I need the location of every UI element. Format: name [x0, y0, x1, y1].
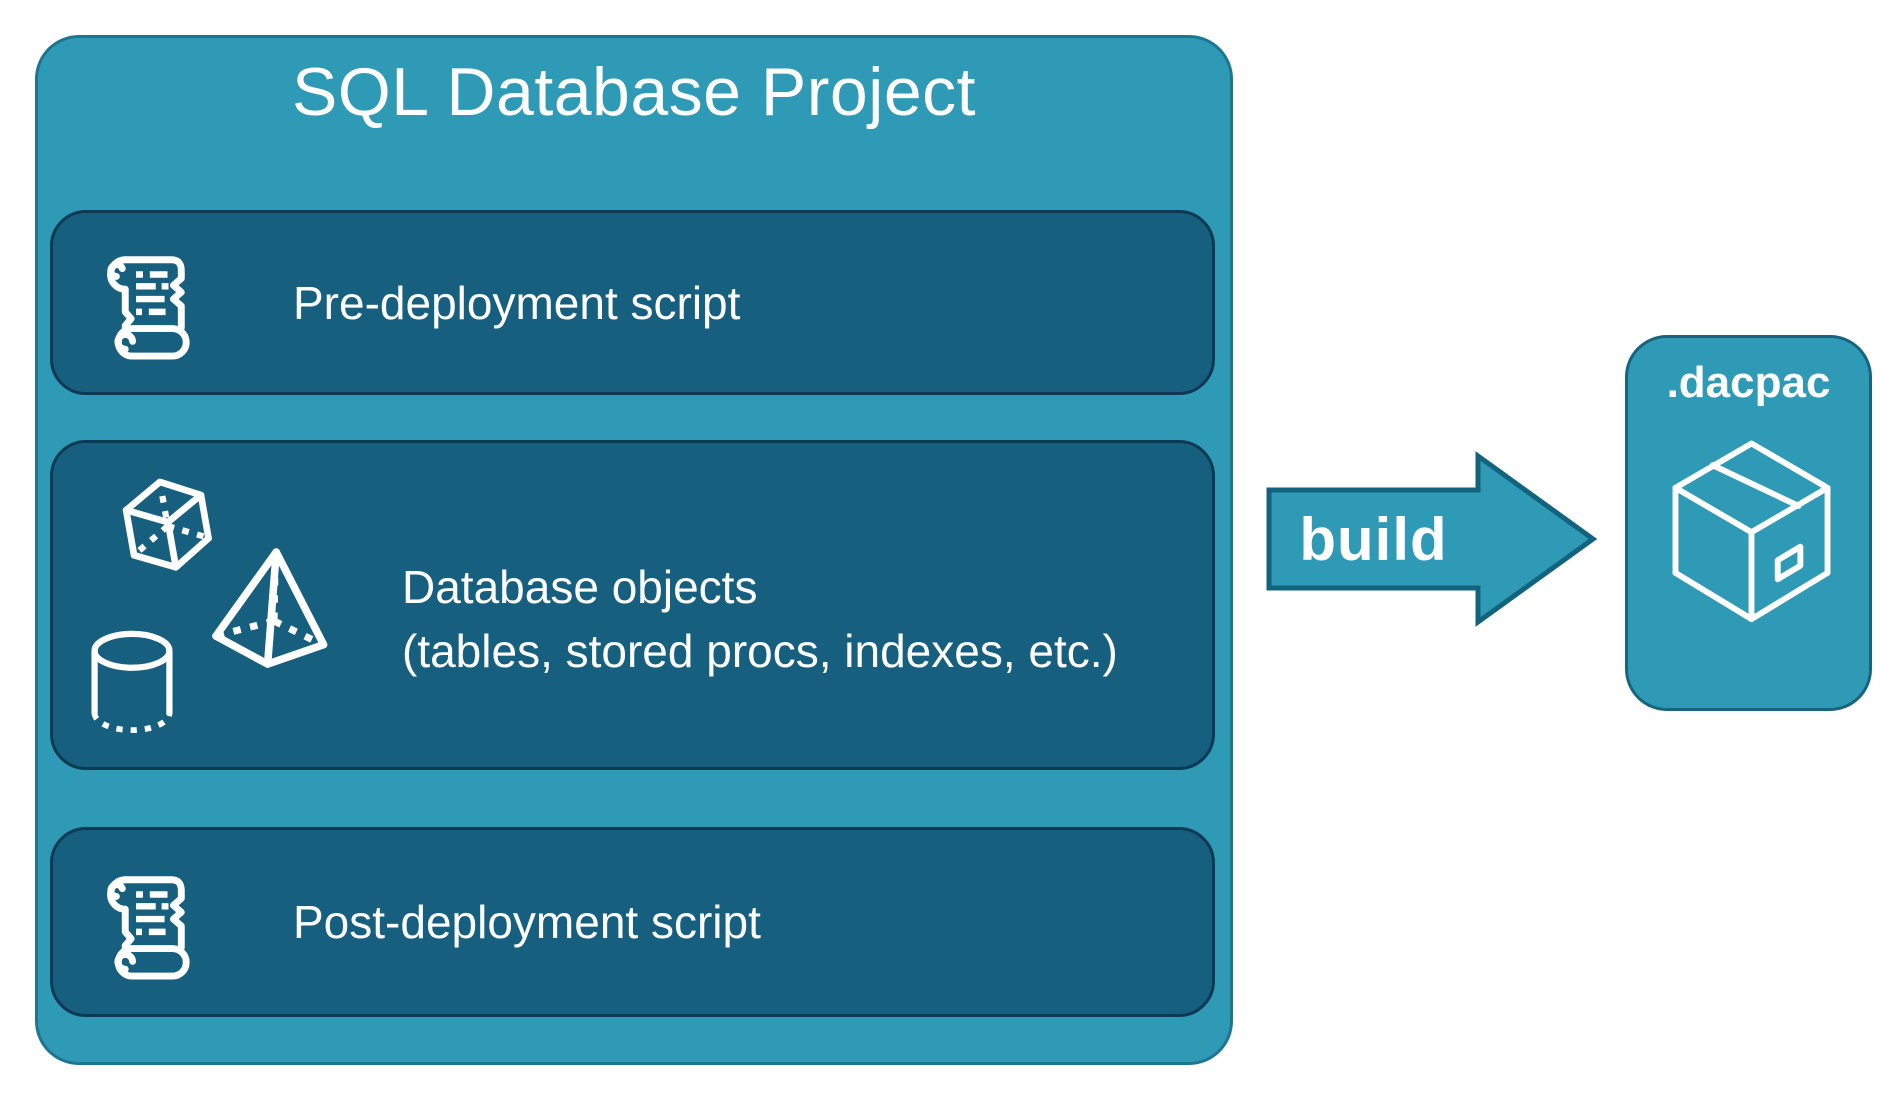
- post-deployment-panel: Post-deployment script: [50, 827, 1215, 1017]
- scroll-icon: [107, 256, 190, 360]
- cylinder-icon: [91, 630, 173, 734]
- dacpac-box: .dacpac: [1625, 335, 1872, 711]
- project-title: SQL Database Project: [291, 54, 977, 130]
- package-icon: [1672, 440, 1831, 623]
- post-deployment-label: Post-deployment script: [293, 896, 761, 948]
- build-label: build: [1299, 505, 1448, 573]
- database-objects-line1: Database objects: [402, 561, 758, 613]
- build-arrow: [1266, 451, 1598, 627]
- database-objects-line2: (tables, stored procs, indexes, etc.): [402, 625, 1118, 677]
- scroll-icon: [107, 876, 190, 980]
- pre-deployment-label: Pre-deployment script: [293, 276, 741, 329]
- dacpac-label: .dacpac: [1666, 358, 1831, 407]
- pyramid-icon: [212, 548, 328, 668]
- cube-icon: [122, 478, 212, 571]
- database-objects-label: Database objects (tables, stored procs, …: [402, 555, 1118, 683]
- pre-deployment-panel: Pre-deployment script: [50, 210, 1215, 395]
- database-objects-panel: Database objects (tables, stored procs, …: [50, 440, 1215, 770]
